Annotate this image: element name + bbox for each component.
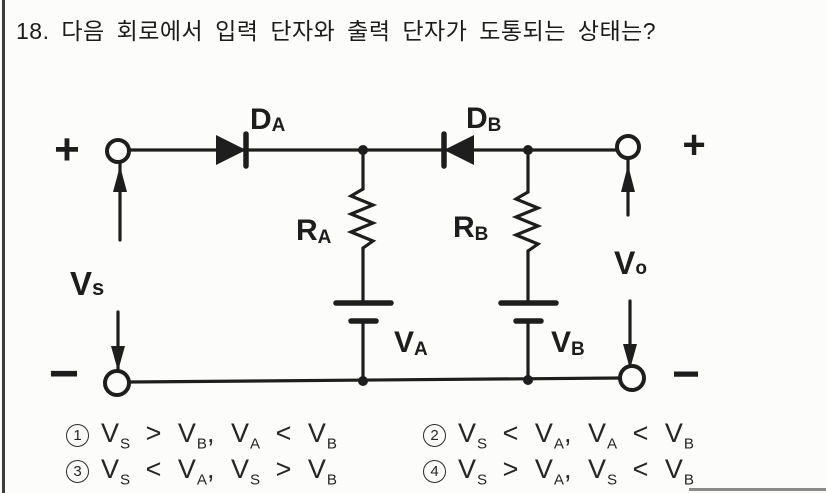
node-b-ground-dot — [523, 375, 533, 385]
page-left-border — [2, 0, 5, 493]
diode-da-triangle — [216, 135, 246, 165]
node-b-dot — [523, 145, 533, 155]
vo-arrow-down — [623, 344, 637, 369]
diode-db-label: DB — [466, 102, 501, 136]
vs-arrow-up — [113, 166, 127, 192]
question-title: 18. 다음 회로에서 입력 단자와 출력 단자가 도통되는 상태는? — [16, 18, 657, 44]
battery-va-label: VA — [394, 326, 428, 360]
input-minus-sign: − — [49, 345, 79, 403]
vo-label: Vo — [614, 245, 647, 281]
page-bottom-rule — [689, 488, 826, 491]
battery-vb-label: VB — [551, 326, 585, 360]
vs-arrow-down — [111, 346, 125, 371]
resistor-rb-label: RB — [453, 211, 488, 245]
input-terminal-negative — [103, 369, 131, 397]
option-4-number: 4 — [423, 459, 446, 483]
output-minus-sign: − — [672, 348, 700, 401]
node-a-dot — [358, 145, 368, 155]
answer-option-3[interactable]: 3 VS < VA, VS > VB — [66, 454, 337, 488]
vo-arrow-up — [621, 165, 635, 192]
input-terminal-positive — [105, 138, 131, 164]
option-3-number: 3 — [66, 459, 89, 483]
bottom-wire — [128, 376, 622, 384]
input-plus-sign: + — [54, 125, 80, 174]
diode-da-label: DA — [250, 103, 286, 136]
option-1-number: 1 — [66, 423, 89, 447]
resistor-ra-zigzag — [346, 187, 378, 250]
answer-option-1[interactable]: 1 VS > VB, VA < VB — [66, 418, 337, 452]
option-2-number: 2 — [423, 423, 446, 447]
resistor-ra-label: RA — [296, 214, 332, 248]
option-3-text: VS < VA, VS > VB — [101, 454, 337, 489]
answer-option-2[interactable]: 2 VS < VA, VA < VB — [423, 418, 694, 452]
vs-label: Vs — [70, 265, 104, 302]
diode-db-triangle — [444, 135, 474, 165]
resistor-rb-zigzag — [511, 190, 543, 253]
output-terminal-positive — [615, 134, 641, 160]
output-plus-sign: + — [682, 123, 705, 167]
output-terminal-negative — [618, 364, 646, 392]
node-a-ground-dot — [358, 376, 368, 386]
option-1-text: VS > VB, VA < VB — [101, 418, 337, 453]
option-2-text: VS < VA, VA < VB — [458, 418, 694, 453]
option-4-text: VS > VA, VS < VB — [458, 454, 694, 489]
answer-option-4[interactable]: 4 VS > VA, VS < VB — [423, 454, 694, 488]
